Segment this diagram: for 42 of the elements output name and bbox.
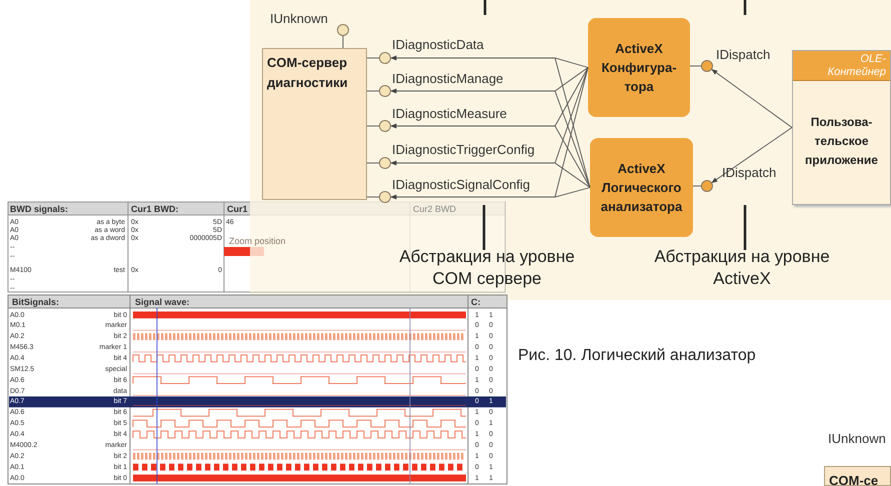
connector-line	[390, 187, 590, 200]
column-header: Signal wave:	[135, 297, 190, 308]
container-header: OLE-Контейнер	[793, 51, 890, 81]
node-text: COM-се	[829, 472, 880, 486]
interface-label: IDiagnosticData	[392, 37, 484, 52]
server-box	[824, 466, 891, 486]
connector-line	[390, 124, 590, 188]
connector-line	[366, 196, 380, 198]
connector-line	[366, 162, 380, 164]
column-header: Zoom position	[229, 236, 286, 247]
column-header: BWD signals:	[10, 204, 68, 215]
server-box	[262, 48, 367, 200]
figure-caption: Рис. 10. Логический анализатор	[518, 346, 756, 366]
connector-line	[711, 69, 792, 128]
connector-line	[390, 160, 590, 188]
connector-line	[342, 36, 344, 48]
interface-label: IDiagnosticManage	[392, 71, 504, 86]
interface-label: IDiagnosticTriggerConfig	[392, 142, 535, 157]
column-header: Cur1 BWD:	[131, 204, 178, 215]
connector-line	[390, 56, 590, 188]
connector-line	[366, 90, 380, 92]
column-header: Cur1	[227, 204, 248, 215]
node-text: ActiveX Логического анализатора	[600, 160, 684, 216]
interface-label: IDispatch	[716, 47, 770, 62]
component-box	[588, 18, 690, 117]
node-text: Пользова-тельское приложение	[804, 114, 879, 169]
interface-label: IDiagnosticMeasure	[392, 106, 507, 121]
connector-line	[711, 127, 792, 184]
column-header: Cur2 BWD	[413, 204, 456, 215]
caption-text: Абстракция на уровне COM сервере	[398, 246, 576, 290]
column-header: BitSignals:	[12, 297, 60, 308]
column-header: C:	[471, 297, 480, 308]
container-box	[792, 50, 891, 205]
interface-label: IDiagnosticSignalConfig	[392, 177, 530, 192]
component-box	[590, 138, 693, 237]
interface-label: IUnknown	[828, 431, 886, 447]
node-text: COM-сервер диагностики	[267, 54, 349, 92]
interface-label: IUnknown	[270, 11, 328, 26]
interface-label: IDispatch	[722, 165, 776, 180]
caption-text: Абстракция на уровне ActiveX	[653, 246, 831, 290]
connector-line	[390, 88, 590, 188]
node-text: ActiveX Конфигура-тора	[600, 40, 678, 96]
